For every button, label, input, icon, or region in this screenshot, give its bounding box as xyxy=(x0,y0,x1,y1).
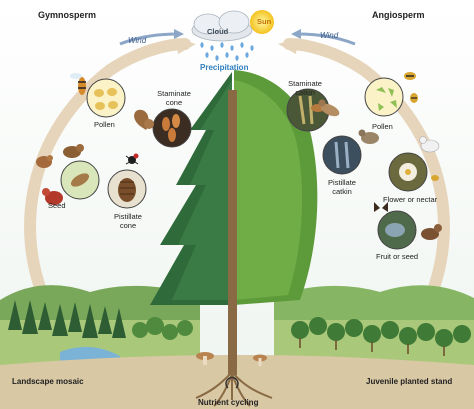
tree-trunk xyxy=(228,90,237,375)
staminate-cone-circle xyxy=(152,108,192,148)
ground xyxy=(0,355,474,409)
rain-drops-icon xyxy=(200,42,254,61)
nutrient-cycling-label: Nutrient cycling xyxy=(198,398,259,407)
squirrel-icon xyxy=(134,109,154,130)
flower-circle xyxy=(388,152,428,192)
angiosperm-heading: Angiosperm xyxy=(372,10,425,20)
cloud-icon xyxy=(191,10,253,42)
bee-icon-right xyxy=(410,93,418,103)
fruit-seed-label: Fruit or seed xyxy=(376,252,419,261)
broadleaf-tree xyxy=(234,70,318,305)
conifer-tree xyxy=(150,72,232,305)
right-arrowhead-top xyxy=(278,38,298,54)
juvenile-planted-stand-label: Juvenile planted stand xyxy=(366,377,453,386)
monkey-icon xyxy=(421,224,442,240)
bee-icon-flower xyxy=(431,175,439,181)
fruit-seed-circle xyxy=(377,210,417,250)
thrush-bird-icon xyxy=(358,129,379,144)
left-cycle-arrow xyxy=(24,38,191,336)
landscape-mosaic-label: Landscape mosaic xyxy=(12,377,84,386)
angio-pollen-label: Pollen xyxy=(372,122,393,131)
cockatoo-bird-icon xyxy=(419,136,440,153)
cloud-label: Cloud xyxy=(207,27,229,36)
pollen-circle-gymno xyxy=(86,78,126,118)
gymno-pollen-label: Pollen xyxy=(94,120,115,129)
pistillate-catkin-label: Pistillate catkin xyxy=(328,178,356,196)
wind-right-label: Wind xyxy=(320,31,339,40)
sun-label: Sun xyxy=(257,17,272,26)
mushroom-icon xyxy=(196,352,267,366)
gymno-seed-label: Seed xyxy=(48,201,66,210)
staminate-cone-label: Staminate cone xyxy=(157,89,191,107)
pistillate-cone-label: Pistillate cone xyxy=(114,212,142,230)
left-arrowhead-top xyxy=(176,38,196,54)
staminate-catkin-label: Staminate catkin xyxy=(288,79,322,97)
wasp-icon xyxy=(70,73,86,95)
pistillate-catkin-circle xyxy=(322,135,362,175)
chipmunk-icon xyxy=(63,144,84,158)
crossbill-bird-icon xyxy=(42,188,63,205)
wind-left-label: Wind xyxy=(128,36,147,45)
waxwing-bird-icon xyxy=(318,99,340,117)
seed-circle-gymno xyxy=(60,160,100,200)
flower-nectar-label: Flower or nectar xyxy=(383,195,438,204)
nutrient-cycle-icon xyxy=(225,376,239,389)
gymnosperm-heading: Gymnosperm xyxy=(38,10,97,20)
pollen-circle-angio xyxy=(364,77,404,117)
wind-right-arrow xyxy=(296,32,356,46)
precipitation-label: Precipitation xyxy=(200,63,249,72)
pistillate-cone-circle xyxy=(107,169,147,209)
sun-icon xyxy=(250,10,274,34)
mouse-icon xyxy=(36,155,53,168)
wind-left-arrow xyxy=(119,32,179,46)
bumblebee-icon xyxy=(404,72,416,80)
right-cycle-arrow xyxy=(283,38,450,336)
butterfly-icon xyxy=(374,202,388,212)
spider-icon xyxy=(125,153,139,165)
